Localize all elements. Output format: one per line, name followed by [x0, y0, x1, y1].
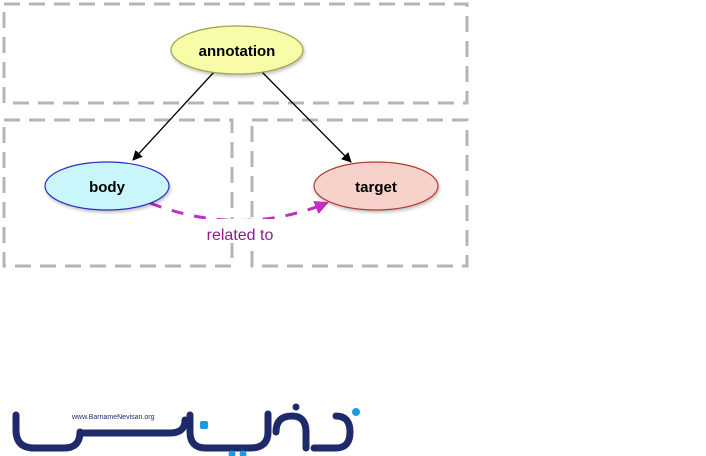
- body-node: [44, 161, 170, 211]
- barnamenevisan-logo: www.BarnameNevisan.org: [12, 403, 360, 456]
- related-to-label: related to: [207, 227, 274, 244]
- body-group-box: [2, 118, 234, 268]
- target-group-box: [250, 118, 469, 268]
- body-node-label: body: [89, 179, 125, 196]
- annotation-node-label: annotation: [199, 43, 276, 60]
- annotation-to-body-edge: [132, 71, 215, 161]
- logo-url-text: www.BarnameNevisan.org: [71, 414, 155, 421]
- target-node-label: target: [355, 179, 397, 196]
- body-related-to-target-edge: [149, 200, 329, 222]
- annotation-to-target-edge: [261, 71, 352, 163]
- target-node: [313, 161, 439, 211]
- annotation-group-box: [2, 2, 469, 105]
- annotation-node: [170, 25, 304, 75]
